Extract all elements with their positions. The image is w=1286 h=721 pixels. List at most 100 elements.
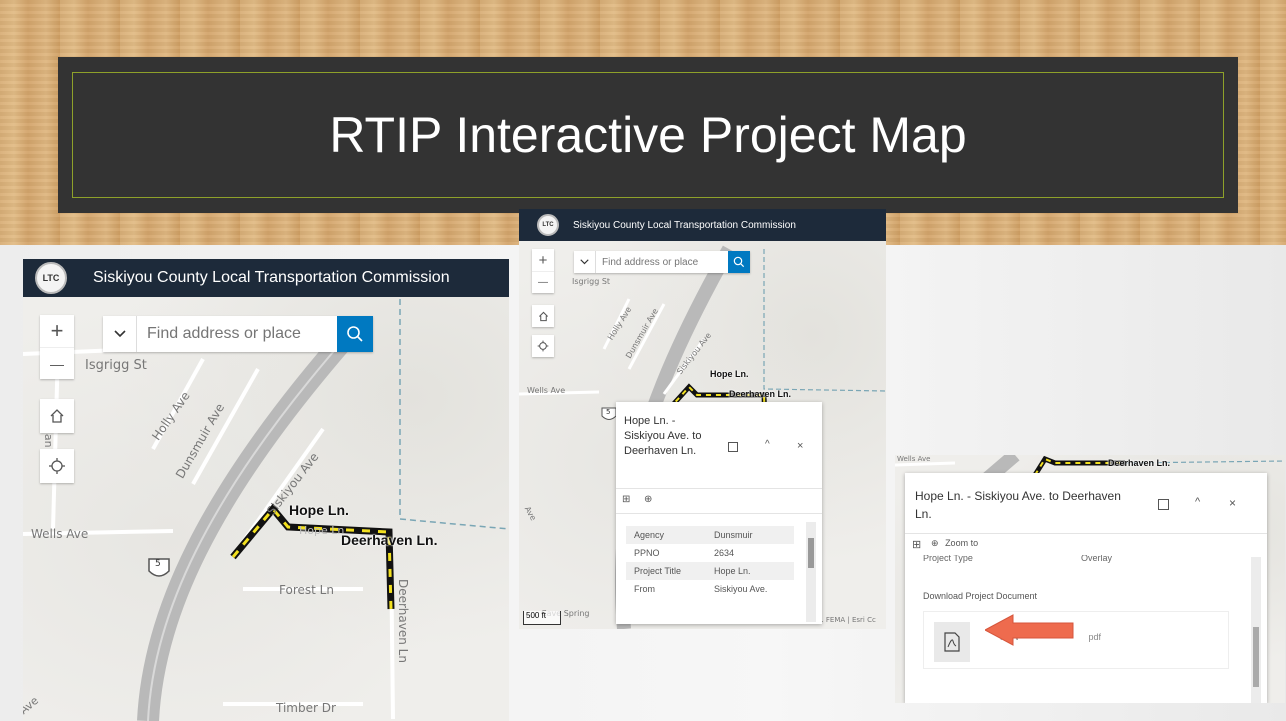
pdf-icon (934, 622, 970, 662)
locate-button[interactable] (40, 449, 74, 483)
zoom-to-icon[interactable]: ⊕ (644, 494, 653, 505)
popup-actions: ⊞ ⊕ Zoom to (905, 533, 1267, 555)
project-line-dash (1034, 457, 1125, 476)
locate-icon (532, 335, 554, 357)
scrollbar-thumb[interactable] (808, 538, 814, 568)
home-button[interactable] (40, 399, 74, 433)
ltc-logo: LTC (35, 262, 67, 294)
chevron-down-icon (580, 259, 589, 265)
interstate-shield (148, 558, 170, 577)
road-dunsmuir (627, 303, 666, 370)
label-hope-ln: Hope Ln. (289, 502, 349, 518)
popup-actions: ⊞ ⊕ (616, 488, 822, 514)
zoom-out-button[interactable]: — (532, 271, 554, 293)
select-feature-icon[interactable]: ⊞ (622, 494, 631, 505)
logo-text: LTC (42, 273, 60, 283)
popup-scrollbar[interactable] (1251, 557, 1261, 703)
dock-button[interactable] (728, 442, 738, 452)
chevron-up-icon: ^ (765, 439, 770, 450)
road-label-isgrigg: Isgrigg St (85, 358, 147, 373)
search-widget (574, 251, 750, 273)
row-value: 2634 (713, 548, 734, 558)
road-label-timber: Timber Dr (276, 701, 336, 715)
map-header: LTC Siskiyou County Local Transportation… (23, 259, 509, 297)
select-feature-icon[interactable]: ⊞ (912, 539, 922, 551)
zoom-in-button[interactable]: + (50, 318, 64, 343)
attribution: S. FEMA | Esri Cc (817, 616, 876, 624)
road-label-wells: Wells Ave (527, 386, 566, 395)
chevron-down-icon (113, 330, 126, 338)
search-button[interactable] (728, 251, 750, 273)
search-button[interactable] (337, 316, 373, 352)
road-label-hope-faded: Hope Ln (299, 524, 345, 537)
file-name-end: pdf (1088, 632, 1102, 642)
home-icon (532, 305, 554, 327)
label-deerhaven-ln: Deerhaven Ln. (1108, 458, 1171, 468)
map-header: LTC Siskiyou County Local Transportation… (519, 209, 886, 241)
boundary-line (1124, 460, 1285, 464)
popup-content: Project Type Overlay Download Project Do… (905, 555, 1245, 703)
row-label: Project Title (626, 562, 706, 580)
title-box: RTIP Interactive Project Map (58, 57, 1238, 213)
title-frame: RTIP Interactive Project Map (72, 72, 1224, 198)
home-icon (40, 399, 74, 433)
download-heading: Download Project Document (923, 591, 1038, 601)
search-source-dropdown[interactable] (103, 316, 137, 352)
zoom-to-icon: ⊕ (931, 538, 939, 548)
map-left-roads (23, 299, 509, 721)
scrollbar-thumb[interactable] (1253, 627, 1259, 687)
home-button[interactable] (532, 305, 554, 327)
road-label-wells: Wells Ave (31, 527, 89, 541)
boundary-line (399, 299, 509, 530)
feature-popup: Hope Ln. - Siskiyou Ave. to Deerhaven Ln… (616, 402, 822, 624)
interstate-shield-number: 5 (155, 559, 161, 569)
search-input[interactable] (137, 316, 337, 352)
collapse-button[interactable]: ^ (1195, 496, 1200, 508)
zoom-in-button[interactable]: + (538, 251, 548, 269)
road-wells (895, 461, 956, 467)
popup-title: Hope Ln. - Siskiyou Ave. to Deerhaven Ln… (915, 489, 1121, 521)
project-line-dash (668, 385, 766, 425)
road-siskiyou (662, 338, 706, 395)
road-label-forest: Forest Ln (279, 583, 334, 597)
road-wells (23, 529, 174, 536)
ltc-logo: LTC (537, 214, 559, 236)
search-icon (733, 256, 745, 268)
road-holly (602, 298, 631, 350)
label-deerhaven-ln: Deerhaven Ln. (729, 389, 792, 399)
road-nicolhan (51, 348, 60, 530)
map-screenshot-left: Isgrigg St Holly Ave Dunsmuir Ave Siskiy… (23, 259, 509, 721)
search-source-dropdown[interactable] (574, 251, 596, 273)
zoom-out-button[interactable]: — (40, 347, 74, 379)
search-widget (103, 316, 373, 352)
partial-row-label: Project Type (923, 555, 973, 563)
zoom-to-button[interactable]: ⊕ Zoom to (931, 538, 978, 549)
search-icon (347, 326, 363, 342)
zoom-to-label: Zoom to (945, 538, 979, 548)
search-input[interactable] (596, 251, 728, 273)
close-button[interactable]: × (797, 440, 803, 452)
boundary-line (763, 249, 886, 392)
dock-button[interactable] (1158, 499, 1169, 510)
road-holly (151, 358, 205, 450)
row-value: Dunsmuir (705, 526, 794, 544)
label-hope-ln: Hope Ln. (710, 369, 749, 379)
close-icon: × (1229, 496, 1237, 510)
collapse-button[interactable]: ^ (765, 439, 770, 450)
scale-bar: 500 ft (523, 611, 561, 625)
feature-popup: Hope Ln. - Siskiyou Ave. to Deerhaven Ln… (905, 473, 1267, 703)
row-label: Agency (626, 526, 706, 544)
popup-scrollbar[interactable] (806, 522, 816, 622)
zoom-controls: + — (532, 249, 554, 293)
close-button[interactable]: × (1229, 496, 1236, 510)
locate-button[interactable] (532, 335, 554, 357)
document-card[interactable]: PPNpdf (923, 611, 1229, 669)
interstate-shield (601, 407, 617, 420)
road-dunsmuir (191, 368, 260, 485)
interstate-shield-number: 5 (606, 408, 611, 416)
